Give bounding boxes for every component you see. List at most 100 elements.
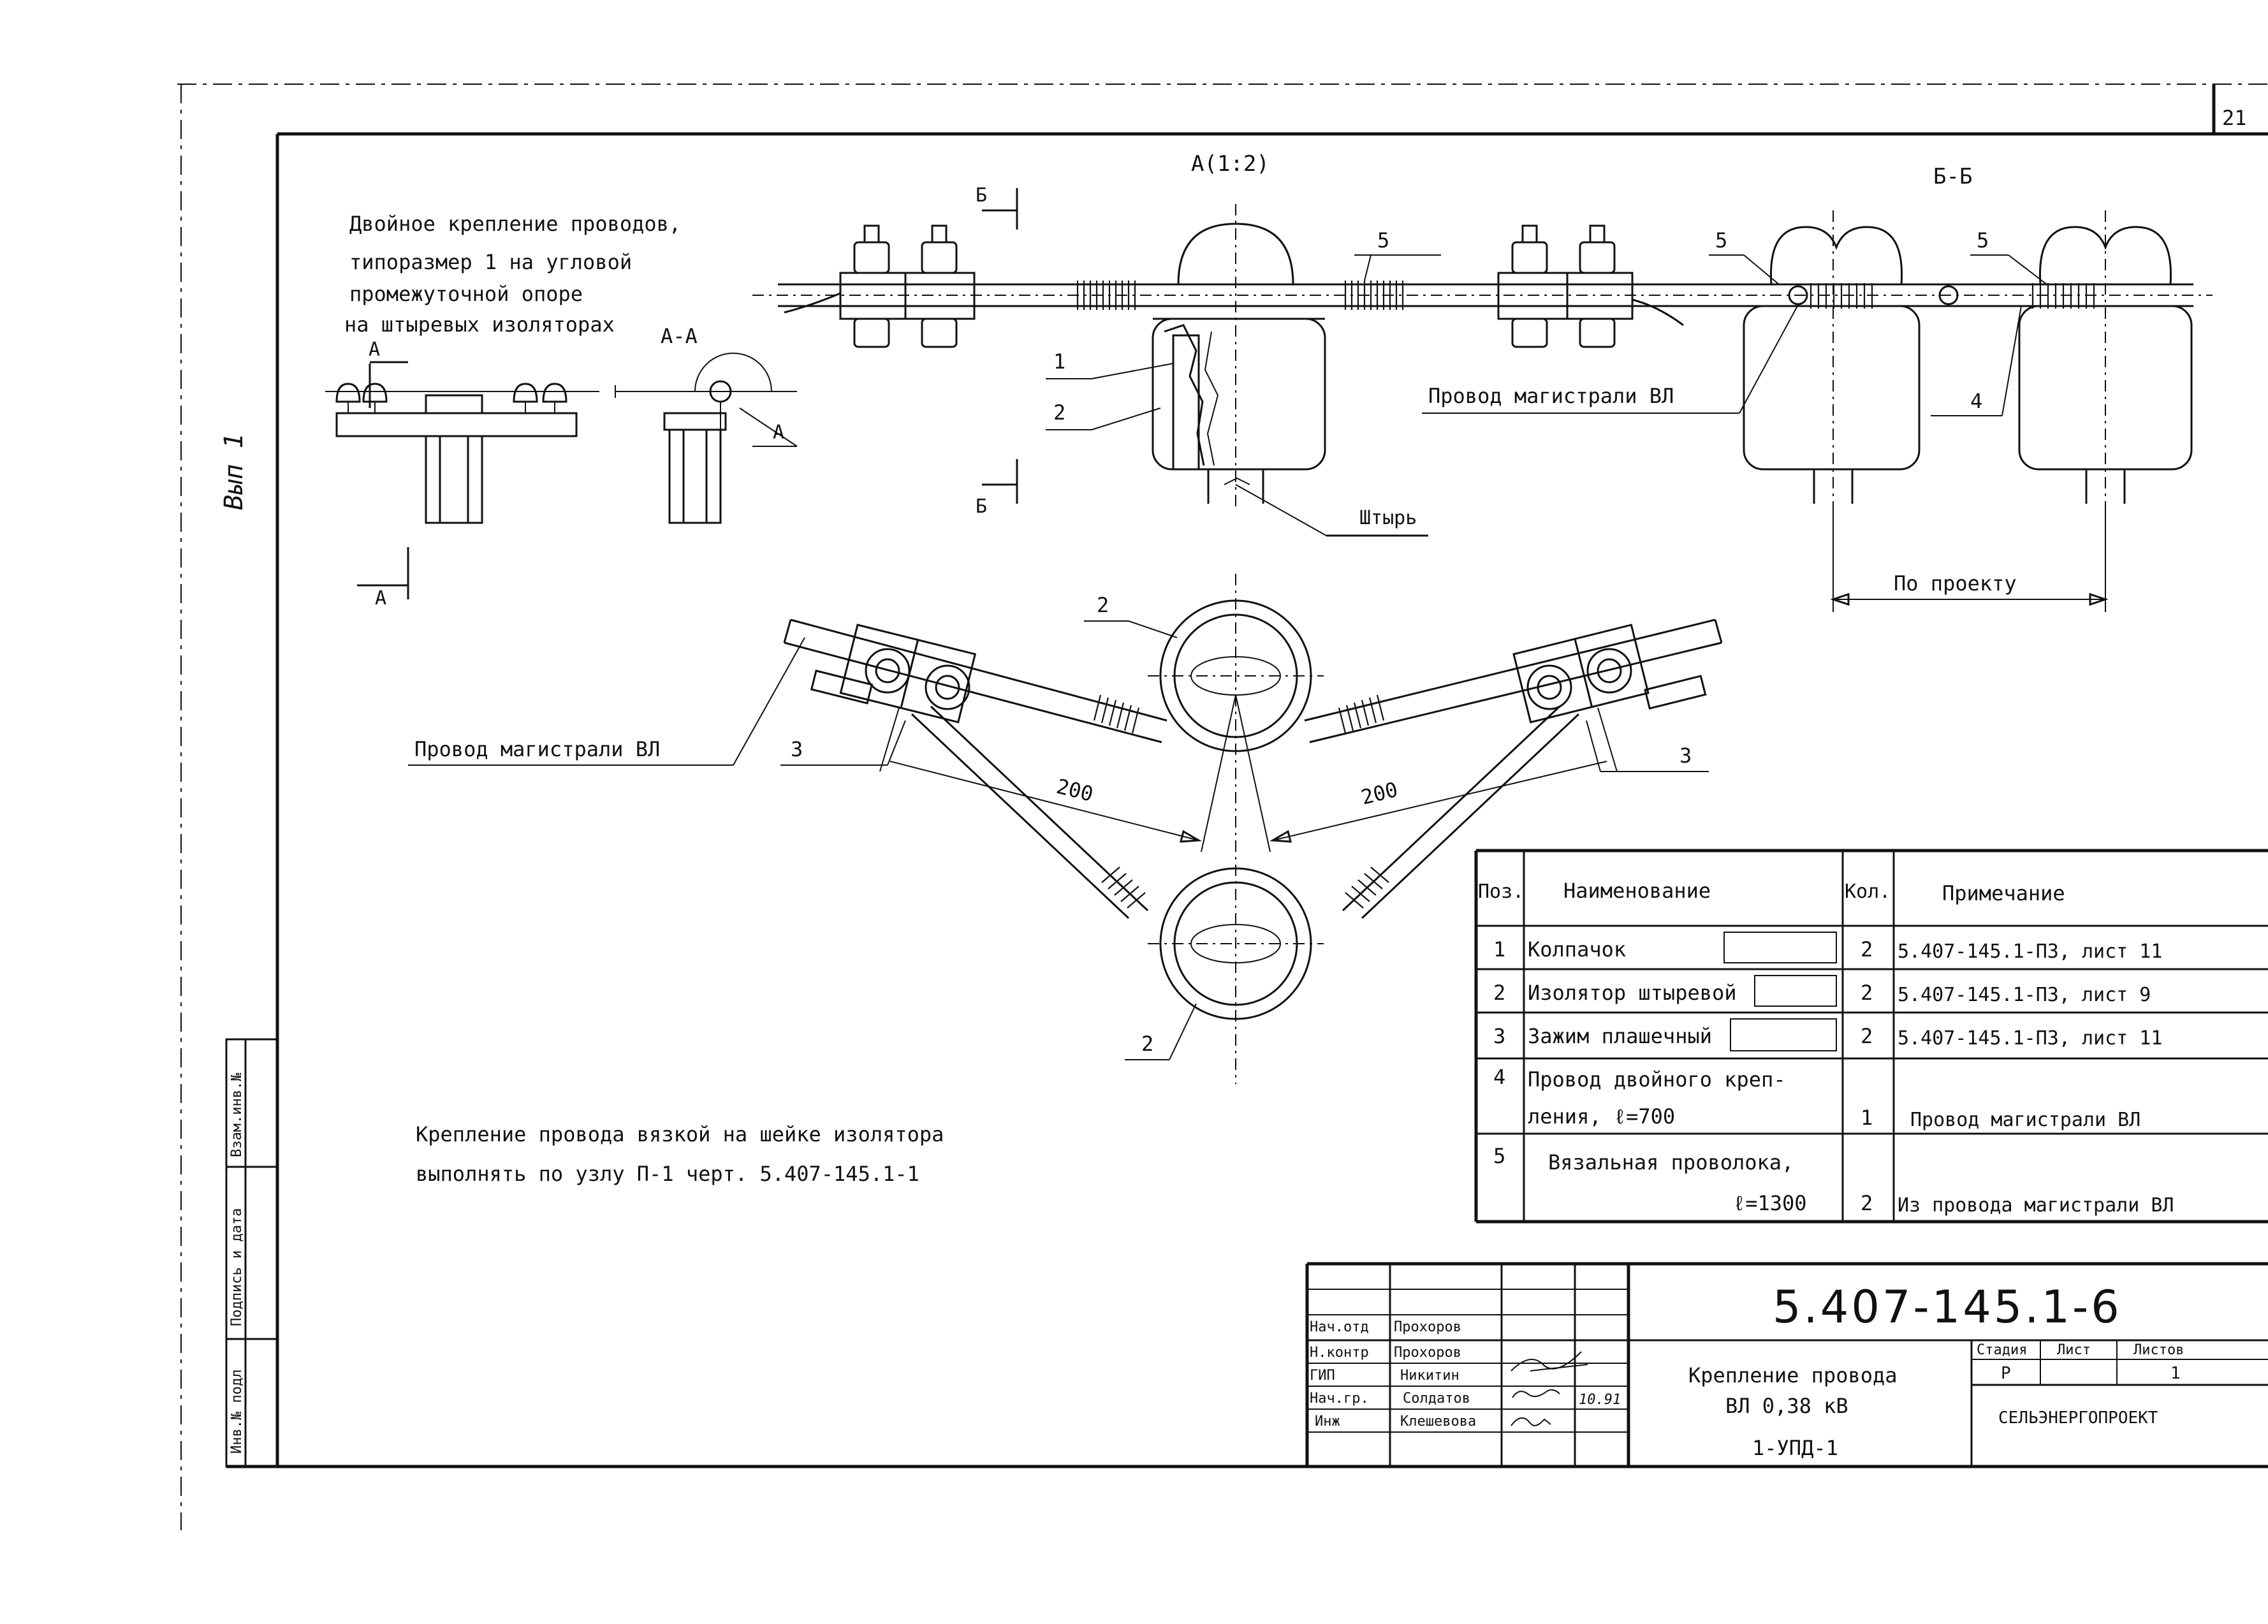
main-title-line-1: Двойное крепление проводов, [349, 212, 681, 236]
plan-dim-200-left: 200 [1054, 774, 1095, 807]
table-header-pos: Поз. [1478, 881, 1524, 903]
table-row-4-pos: 4 [1493, 1065, 1505, 1089]
side-label: Вып 1 [219, 434, 249, 510]
table-row-5-pos: 5 [1493, 1144, 1505, 1168]
stamp-vzam-inv: Взам.инв.№ [229, 1073, 245, 1157]
title-name-4: Солдатов [1403, 1391, 1470, 1407]
view-a-callout-1: 1 [1053, 349, 1065, 374]
view-a-a-label: А-А [661, 324, 698, 348]
overview-mark-a-bottom: А [375, 587, 386, 610]
view-a-label: А(1:2) [1191, 151, 1269, 177]
view-a-a-callout-a: А [773, 421, 784, 444]
main-title-line-3: промежуточной опоре [349, 282, 583, 306]
title-name-2: Прохоров [1394, 1345, 1461, 1361]
view-a-a: А-А А [615, 324, 798, 524]
table-row-2-name: Изолятор штыревой [1528, 981, 1737, 1005]
title-role-3: ГИП [1310, 1368, 1335, 1384]
table-row-1-name: Колпачок [1528, 937, 1626, 962]
plan-clamp-right [1512, 624, 1707, 724]
plan-clamp-left [810, 624, 977, 724]
plan-bindings [1093, 694, 1389, 909]
plan-callout-3-right: 3 [1679, 743, 1692, 768]
title-role-2: Н.контр [1310, 1345, 1369, 1361]
view-a-callout-2: 2 [1053, 400, 1065, 425]
note-line-1: Крепление провода вязкой на шейке изолят… [416, 1122, 944, 1146]
binding-b-right [2031, 283, 2095, 309]
title-block: 5.407-145.1-6 Нач.отд Н.контр ГИП Нач.гр… [1305, 1262, 2268, 1467]
table-row-2-note: 5.407-145.1-ПЗ, лист 9 [1898, 984, 2151, 1006]
view-b-b-by-project: По проекту [1894, 571, 2017, 596]
table-row-5-name-2: ℓ=1300 [1733, 1191, 1807, 1215]
view-a-label-pin: Штырь [1359, 507, 1417, 529]
stamp-signature-date: Подпись и дата [229, 1208, 245, 1326]
view-b-b-callout-5-left: 5 [1715, 228, 1727, 252]
table-row-1-pos: 1 [1493, 937, 1505, 962]
main-title-line-2: типоразмер 1 на угловой [349, 250, 632, 274]
view-a: А(1:2) Б Б [752, 151, 2213, 537]
title-role-4: Нач.гр. [1310, 1391, 1369, 1407]
table-row-1-qty: 2 [1861, 937, 1873, 962]
view-b-b-label: Б-Б [1933, 164, 1972, 189]
table-row-4-name-1: Провод двойного креп- [1528, 1067, 1786, 1092]
signature-1 [1511, 1351, 1588, 1372]
plan-main-wire-label: Провод магистрали ВЛ [414, 737, 660, 761]
title-role-1: Нач.отд [1310, 1319, 1369, 1335]
view-b-b-callout-4: 4 [1970, 389, 1982, 413]
overview-sketch: А А [325, 339, 599, 610]
binding-right [1344, 281, 1404, 310]
note: Крепление провода вязкой на шейке изолят… [416, 1122, 944, 1186]
table-header-name: Наименование [1563, 879, 1711, 903]
side-stamp-column: Инв.№ подл Подпись и дата Взам.инв.№ [225, 1038, 279, 1468]
title-stage-header: Стадия [1977, 1342, 2027, 1358]
table-row-3-note: 5.407-145.1-ПЗ, лист 11 [1898, 1027, 2162, 1050]
plan-callout-2-top: 2 [1097, 593, 1109, 617]
table-row-3-pos: 3 [1493, 1024, 1505, 1048]
title-organization: СЕЛЬЭНЕРГОПРОЕКТ [1998, 1408, 2158, 1428]
note-line-2: выполнять по узлу П-1 черт. 5.407-145.1-… [416, 1162, 919, 1186]
table-row-2-pos: 2 [1493, 981, 1505, 1005]
view-a-mark-b-bottom: Б [976, 495, 987, 518]
title-name-3: Никитин [1400, 1368, 1460, 1384]
page-number: 21 [2222, 106, 2247, 130]
binding-left [1076, 281, 1136, 310]
table-row-4-qty: 1 [1861, 1106, 1873, 1130]
sheet-trim-lines [177, 84, 2268, 1530]
view-b-b-main-wire-label: Провод магистрали ВЛ [1428, 384, 1674, 408]
plan-dim-200-right: 200 [1359, 777, 1400, 810]
table-row-2-qty: 2 [1861, 981, 1873, 1005]
view-b-b: Б-Б [1422, 164, 2193, 612]
plan-callout-3-left: 3 [791, 737, 803, 761]
title-role-5: Инж [1315, 1414, 1340, 1430]
table-header-note: Примечание [1942, 881, 2065, 905]
main-title-line-4: на штыревых изоляторах [344, 312, 615, 337]
table-row-3-qty: 2 [1861, 1024, 1873, 1048]
title-name-1: Прохоров [1394, 1319, 1461, 1335]
signature-3 [1511, 1417, 1551, 1426]
overview-mark-a-top: А [369, 339, 380, 361]
table-row-4-name-2: ления, ℓ=700 [1528, 1104, 1675, 1129]
stamp-inv-podl: Инв.№ подл [229, 1370, 245, 1454]
table-row-4-note: Провод магистрали ВЛ [1910, 1109, 2140, 1131]
title-sheets-value: 1 [2170, 1364, 2181, 1383]
plan-callout-2-bottom: 2 [1141, 1032, 1153, 1056]
title-stage-value: Р [2001, 1364, 2011, 1383]
title-name-line-1: Крепление провода [1688, 1363, 1898, 1387]
main-title: Двойное крепление проводов, типоразмер 1… [344, 212, 681, 337]
title-date-4: 10.91 [1579, 1392, 1621, 1408]
table-row-3-name: Зажим плашечный [1528, 1024, 1712, 1048]
table-row-5-note: Из провода магистрали ВЛ [1898, 1194, 2174, 1217]
table-row-5-name-1: Вязальная проволока, [1548, 1150, 1794, 1174]
table-row-1-note: 5.407-145.1-ПЗ, лист 11 [1898, 940, 2162, 963]
parts-table: Поз. Наименование Кол. Примечание 1 Колп… [1474, 849, 2268, 1224]
view-a-mark-b-top: Б [976, 184, 987, 207]
binding-b-left [1810, 283, 1873, 309]
signature-2 [1512, 1389, 1560, 1398]
title-drawing-code: 5.407-145.1-6 [1773, 1281, 2122, 1333]
title-name-5: Клешевова [1400, 1414, 1476, 1430]
title-name-line-2: ВЛ 0,38 кВ [1725, 1394, 1848, 1418]
title-name-line-3: 1-УПД-1 [1752, 1436, 1838, 1460]
table-row-5-qty: 2 [1861, 1191, 1873, 1215]
plan-view: 200 200 2 2 3 3 Провод магистрали ВЛ [408, 574, 1723, 1084]
view-b-b-callout-5-right: 5 [1977, 228, 1989, 252]
